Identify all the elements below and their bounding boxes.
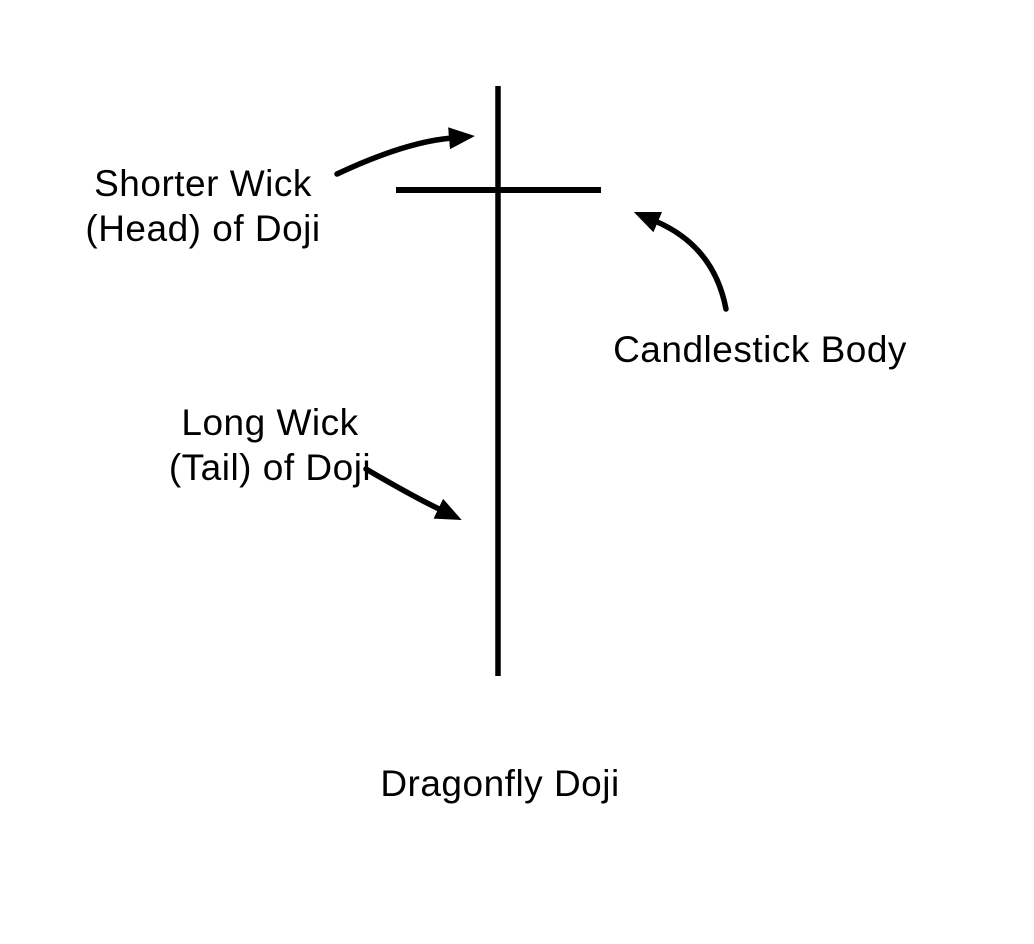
long-wick-label: Long Wick (Tail) of Doji [169, 400, 371, 490]
candlestick-body-label: Candlestick Body [613, 327, 907, 372]
arrow-to-wick-head-icon [334, 127, 475, 177]
shorter-wick-label-line2: (Head) of Doji [85, 208, 321, 249]
shorter-wick-label: Shorter Wick (Head) of Doji [85, 161, 320, 251]
diagram-title-text: Dragonfly Doji [380, 763, 620, 804]
arrow-to-wick-tail-icon [363, 466, 462, 521]
long-wick-label-line1: Long Wick [181, 402, 359, 443]
long-wick-label-line2: (Tail) of Doji [168, 447, 372, 488]
diagram-title: Dragonfly Doji [380, 761, 619, 806]
arrow-to-candlestick-body-icon [633, 212, 729, 312]
shorter-wick-label-line1: Shorter Wick [94, 163, 312, 204]
candlestick-body-label-text: Candlestick Body [613, 329, 907, 370]
